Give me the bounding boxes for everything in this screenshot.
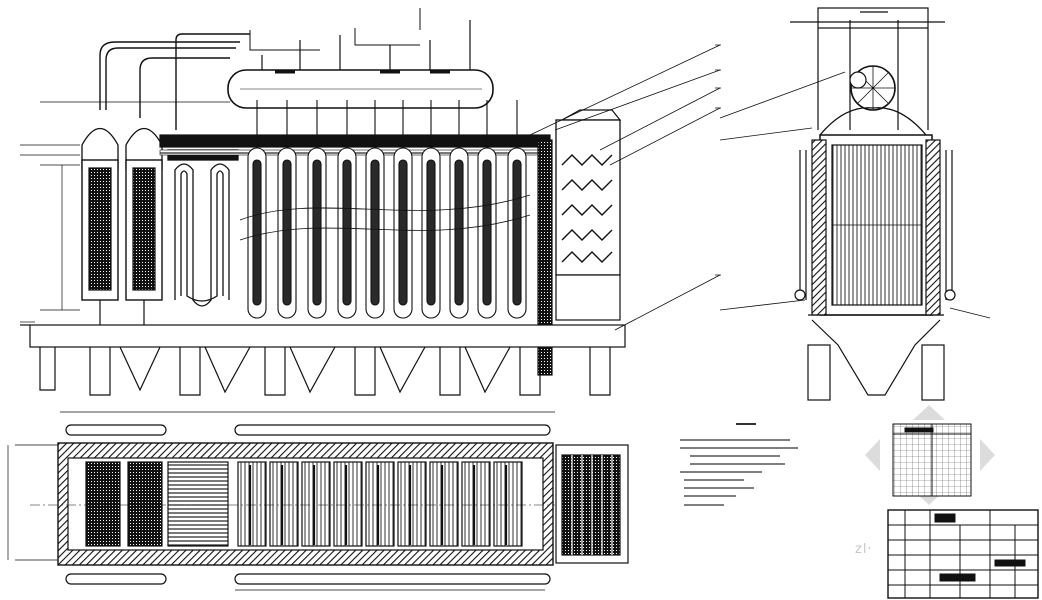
- tube-bundle: [277, 100, 297, 319]
- superheater-right: [125, 127, 163, 325]
- tube-bundle: [365, 100, 385, 319]
- side-section: [719, 7, 991, 401]
- dimension-lines: [20, 101, 230, 323]
- air-preheater: [555, 109, 622, 321]
- legend-table: [892, 423, 972, 497]
- header-beam: [159, 134, 551, 148]
- furnace-wall: [537, 139, 553, 376]
- steam-piping: [99, 33, 250, 130]
- tube-bundle: [337, 100, 357, 319]
- watermark-text: zl·: [855, 542, 873, 557]
- title-block: [887, 509, 1039, 599]
- technical-notes: [680, 423, 798, 506]
- steam-drum: [227, 8, 494, 109]
- tube-bundle: [507, 100, 527, 319]
- tube-bundle: [307, 100, 327, 319]
- tube-bundle: [477, 100, 497, 319]
- plan-tube-cells: [237, 461, 523, 547]
- foundation: [20, 324, 626, 396]
- plan-view: [7, 411, 629, 591]
- callout-leaders: [529, 44, 721, 331]
- tube-bundle: [247, 100, 267, 319]
- superheater-left: [81, 127, 119, 325]
- front-elevation: [20, 8, 721, 396]
- tube-bundle: [421, 100, 441, 319]
- tube-bundle: [393, 100, 413, 319]
- economizer-coils: [167, 149, 239, 307]
- evaporator-bundles: [239, 100, 531, 319]
- tube-bundle: [449, 100, 469, 319]
